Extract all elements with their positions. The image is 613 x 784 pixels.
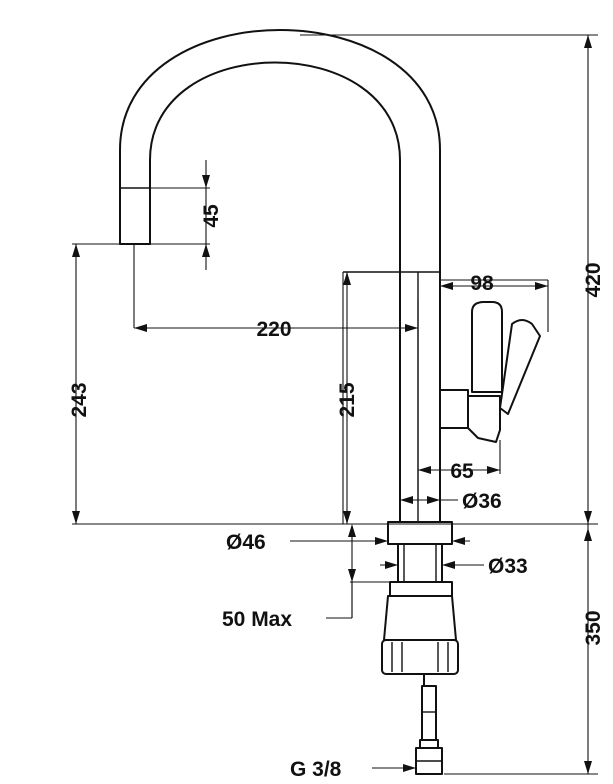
dim-label-total-height: 420 <box>582 262 605 297</box>
shank <box>397 543 443 583</box>
dim-label-shank-diameter: Ø33 <box>488 555 528 578</box>
dim-label-lever-depth: 98 <box>470 272 494 295</box>
dim-label-spout-reach: 220 <box>256 318 291 341</box>
dimension-labels: 420 45 220 243 215 98 65 Ø36 Ø46 Ø33 50 … <box>68 204 605 781</box>
dim-label-below-counter: 350 <box>582 610 605 645</box>
spout-outer-contour <box>119 29 441 273</box>
extension-lines <box>72 34 598 775</box>
dim-label-outlet-height: 243 <box>68 382 91 417</box>
base-ring <box>387 521 453 545</box>
lever-bracket <box>439 389 469 429</box>
faucet-outline <box>119 29 541 775</box>
supply-hose <box>421 673 437 741</box>
mounting-nut-body <box>383 595 457 641</box>
lever-paddle <box>499 319 541 415</box>
dimension-lines <box>72 35 592 774</box>
body-column <box>399 271 441 523</box>
lever-cam <box>467 395 501 443</box>
dim-label-body-height: 215 <box>336 382 359 417</box>
knurl-ridges <box>391 642 449 672</box>
lever-handle <box>471 301 503 393</box>
mounting-washer <box>389 581 453 597</box>
hose-fitting-collar <box>419 739 439 749</box>
dim-label-base-diameter: Ø46 <box>226 531 266 554</box>
dim-label-spout-drop: 45 <box>200 204 223 228</box>
dim-label-thread: G 3/8 <box>290 758 342 781</box>
dim-label-body-diameter: Ø36 <box>462 490 502 513</box>
mounting-nut-knurl <box>381 639 459 675</box>
spout-inner-contour <box>149 61 401 273</box>
dim-label-mount-thickness: 50 Max <box>222 608 292 631</box>
dim-label-lever-offset: 65 <box>450 460 474 483</box>
